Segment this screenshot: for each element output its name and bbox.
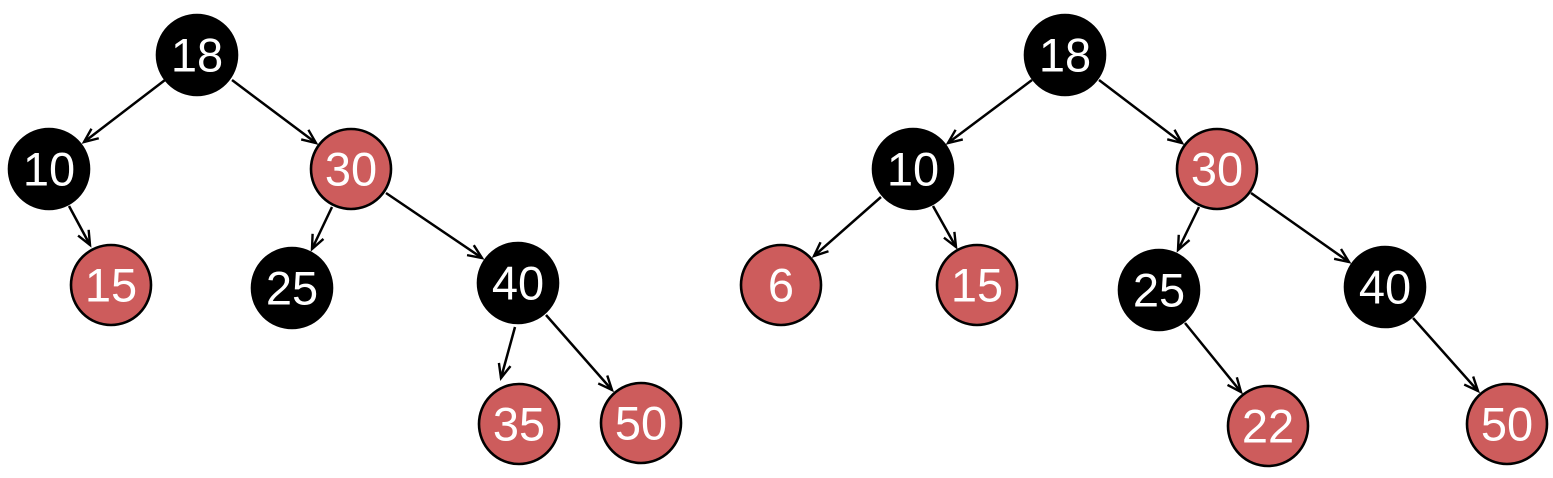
left-node-10: 10 [7,127,91,211]
left-tree: 18 10 30 15 25 40 [7,13,683,466]
left-node-18: 18 [155,13,239,97]
left-node-15-label: 15 [85,258,137,311]
left-node-10-circle [7,127,91,211]
left-node-40-circle [476,241,560,325]
right-node-6-circle [739,243,823,327]
right-node-22: 22 [1226,384,1310,468]
left-node-30: 30 [309,127,393,211]
left-node-50: 50 [599,381,683,465]
right-node-10-circle [871,127,955,211]
left-node-50-label: 50 [615,396,667,449]
right-node-30-circle [1175,127,1259,211]
right-node-50: 50 [1465,382,1549,466]
left-edge-10-15 [67,205,92,248]
left-node-15-circle [69,243,153,327]
right-node-15-circle [935,243,1019,327]
left-node-40-label: 40 [492,256,544,309]
right-node-22-label: 22 [1242,399,1294,452]
left-edge-18-10 [81,79,166,144]
left-node-30-label: 30 [325,142,377,195]
right-edge-10-15 [931,205,958,250]
right-node-10-label: 10 [887,142,939,195]
left-edge-40-50 [545,314,615,393]
right-node-25: 25 [1117,248,1201,332]
right-tree: 18 10 30 6 15 25 [739,13,1549,468]
left-node-18-label: 18 [171,28,223,81]
right-node-50-circle [1465,382,1549,466]
left-node-18-circle [155,13,239,97]
right-node-18: 18 [1023,13,1107,97]
right-edge-40-50 [1412,317,1481,394]
right-node-30-label: 30 [1191,142,1243,195]
right-node-25-label: 25 [1133,263,1185,316]
right-node-22-circle [1226,384,1310,468]
left-edge-40-35 [497,326,517,381]
left-node-35: 35 [477,382,561,466]
right-edge-10-6 [811,196,882,259]
right-node-40-circle [1343,245,1427,329]
right-node-15: 15 [935,243,1019,327]
left-edge-30-40 [385,191,485,260]
left-node-50-circle [599,381,683,465]
right-edge-25-22 [1184,322,1243,395]
right-node-15-label: 15 [951,258,1003,311]
right-edge-30-25 [1176,206,1201,253]
right-node-18-label: 18 [1039,28,1091,81]
left-node-25-label: 25 [266,261,318,314]
right-node-18-circle [1023,13,1107,97]
right-edge-18-30 [1098,79,1185,145]
right-node-6: 6 [739,243,823,327]
right-edge-18-10 [945,79,1033,145]
left-node-35-circle [477,382,561,466]
left-node-30-circle [309,127,393,211]
left-node-25: 25 [250,246,334,330]
right-node-40-label: 40 [1359,260,1411,313]
left-node-40: 40 [476,241,560,325]
right-node-6-label: 6 [768,258,794,311]
right-node-30: 30 [1175,127,1259,211]
right-node-10: 10 [871,127,955,211]
right-edge-30-40 [1250,191,1352,264]
right-node-25-circle [1117,248,1201,332]
left-edge-30-25 [310,206,334,252]
left-node-15: 15 [69,243,153,327]
right-node-40: 40 [1343,245,1427,329]
left-edge-18-30 [231,79,319,145]
right-node-50-label: 50 [1481,397,1533,450]
left-node-10-label: 10 [23,142,75,195]
left-node-35-label: 35 [493,397,545,450]
left-node-25-circle [250,246,334,330]
